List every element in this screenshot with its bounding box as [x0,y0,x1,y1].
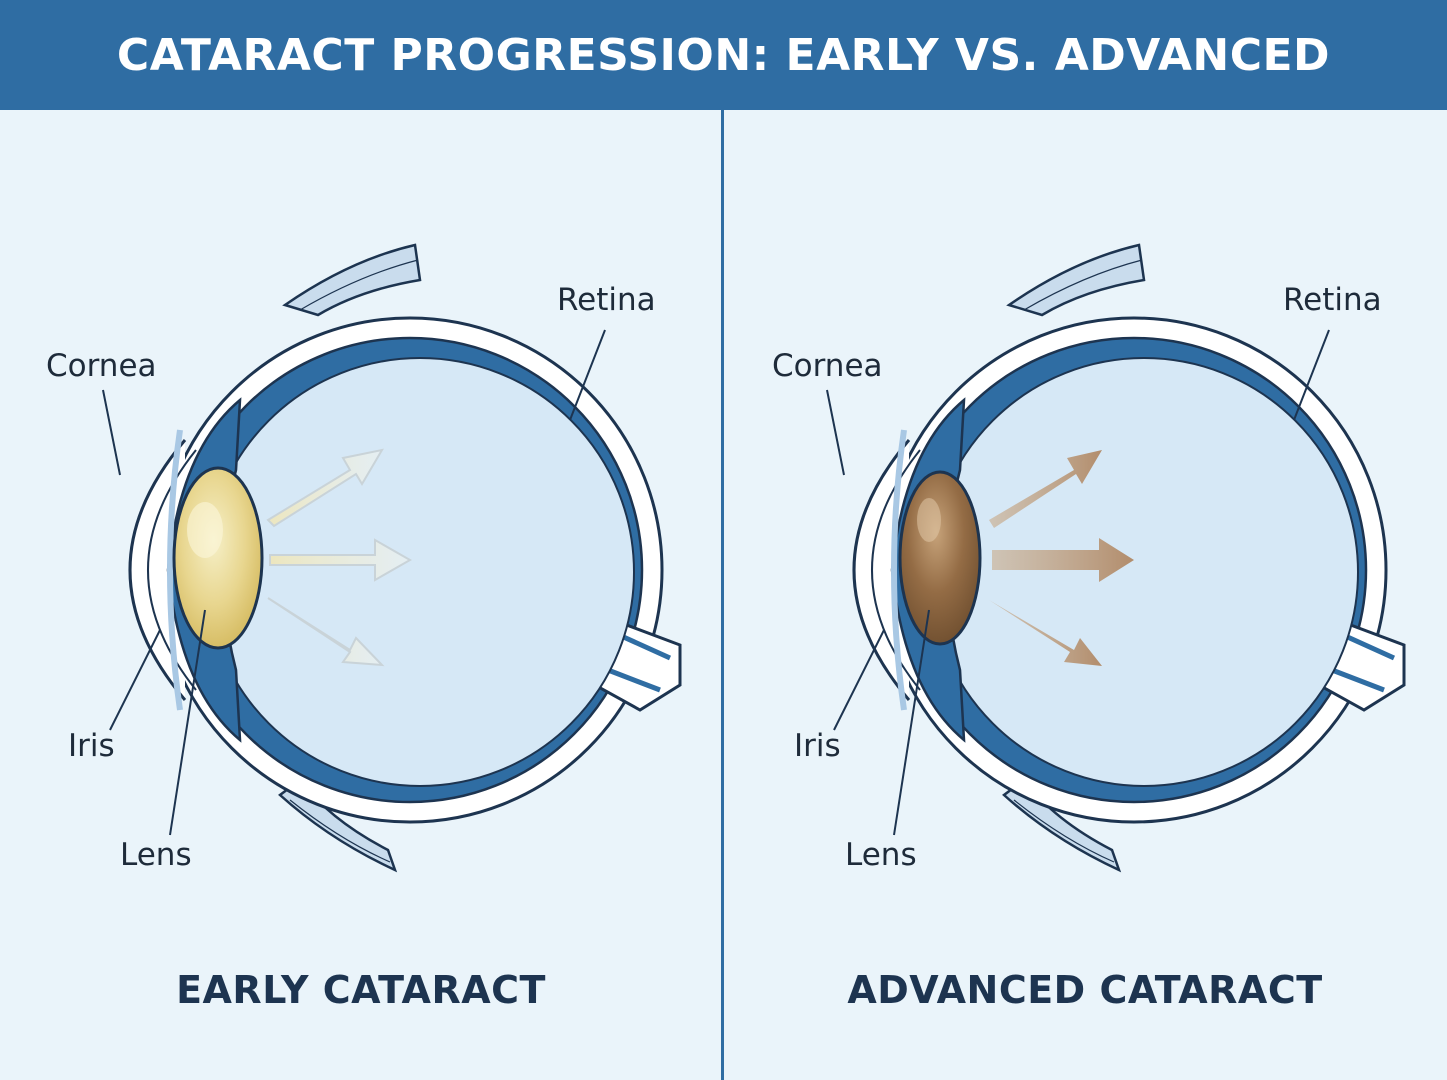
early-caption: EARLY CATARACT [176,968,546,1012]
vitreous-body [929,357,1359,787]
lens-label: Lens [845,837,917,873]
upper-muscle [1006,243,1146,317]
advanced-eye-diagram [826,243,1406,873]
cornea-label: Cornea [772,348,883,384]
advanced-lens [898,470,982,646]
advanced-light-rays [989,450,1134,666]
page-title: CATARACT PROGRESSION: EARLY VS. ADVANCED [116,29,1331,81]
cornea-label: Cornea [46,348,157,384]
label-leaders [102,329,606,836]
lens-label: Lens [120,837,192,873]
title-bar: CATARACT PROGRESSION: EARLY VS. ADVANCED [0,0,1447,110]
iris-label: Iris [794,728,841,764]
label-leaders [826,329,1330,836]
retina-label: Retina [1283,282,1382,318]
early-cataract-panel: Cornea Retina Iris Lens EARLY CATARACT [0,110,722,1080]
panel-divider [721,110,724,1080]
advanced-cataract-panel: Cornea Retina Iris Lens ADVANCED CATARAC… [724,110,1447,1080]
upper-muscle [282,243,422,317]
early-lens [172,466,264,650]
iris-label: Iris [68,728,115,764]
early-light-rays [266,448,413,667]
retina-label: Retina [557,282,656,318]
early-eye-diagram [102,243,682,873]
vitreous-body [205,357,635,787]
advanced-caption: ADVANCED CATARACT [847,968,1323,1012]
